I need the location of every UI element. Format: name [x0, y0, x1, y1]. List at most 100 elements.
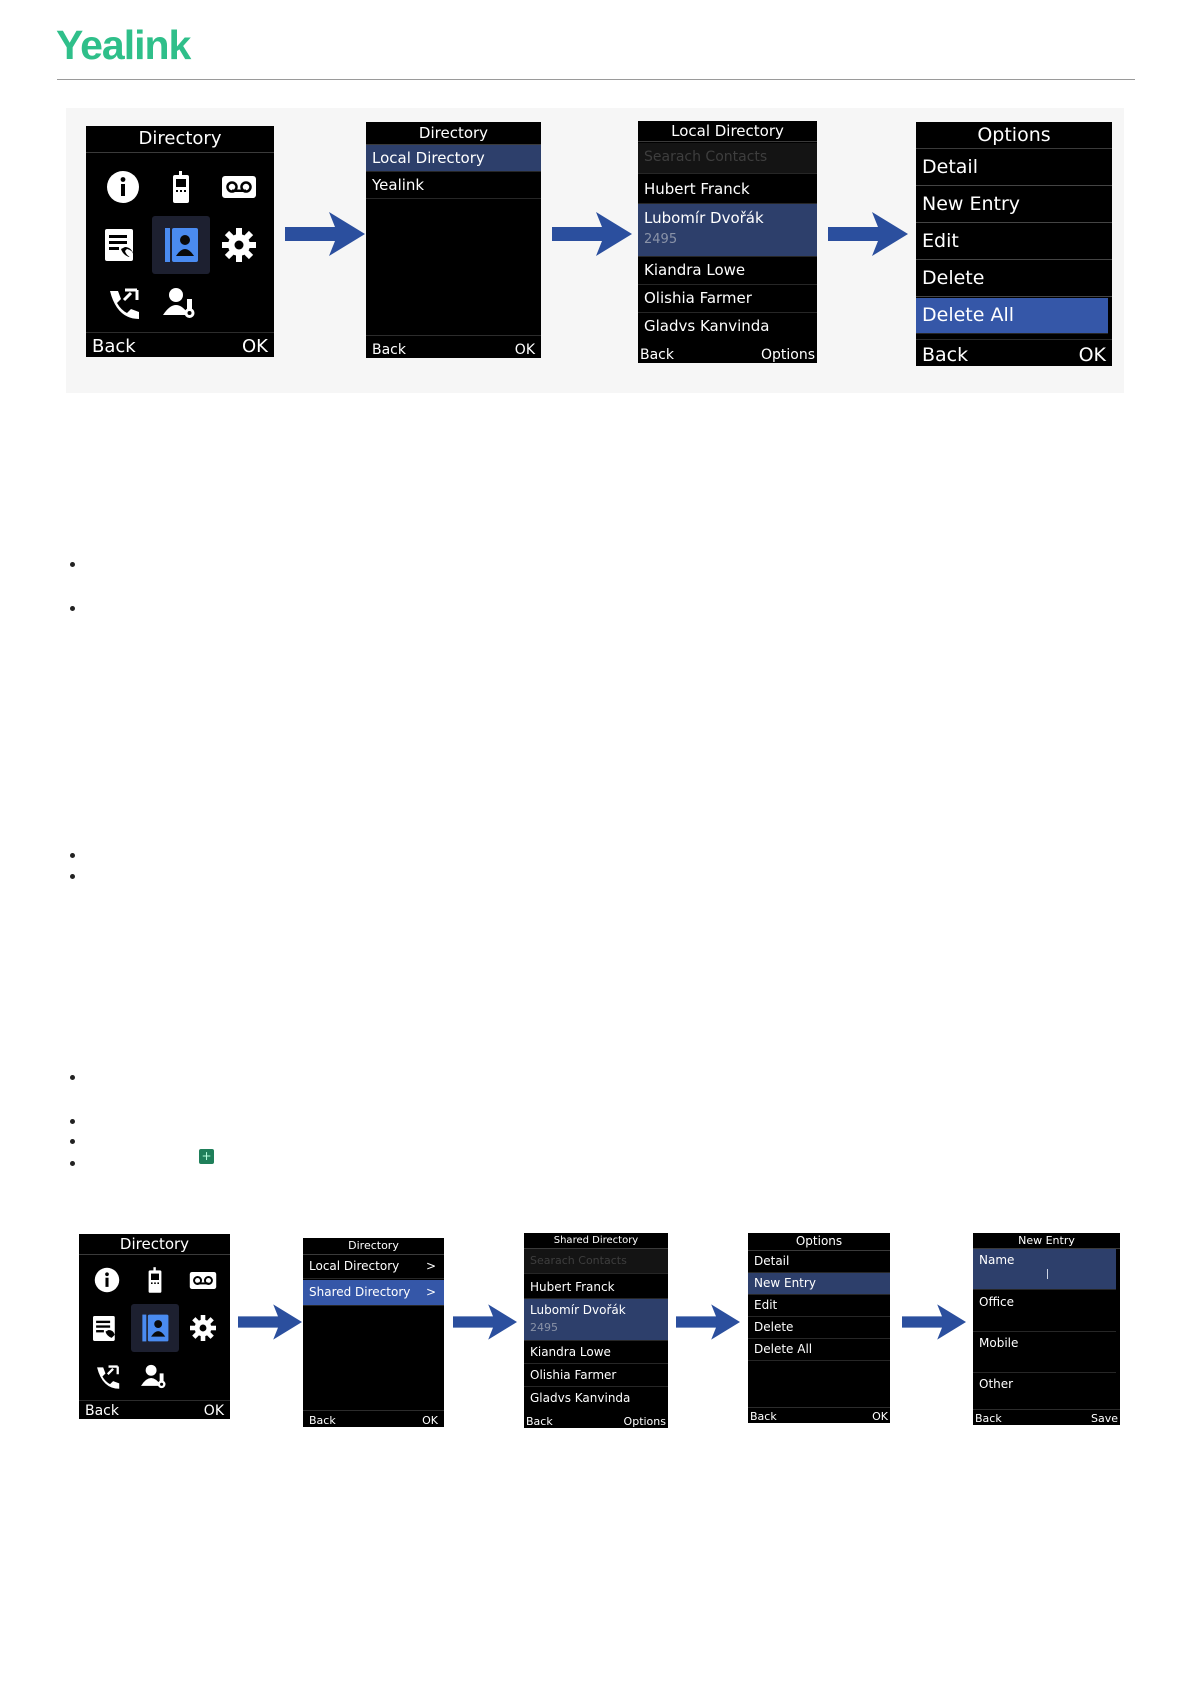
softkey-bar: Back Options [524, 1413, 668, 1428]
back-softkey[interactable]: Back [526, 1415, 553, 1428]
item-label: Yealink [372, 176, 425, 194]
search-input[interactable]: Searach Contacts [524, 1249, 668, 1274]
back-softkey[interactable]: Back [92, 336, 136, 357]
option-detail[interactable]: Detail [916, 150, 1112, 186]
directory-icon[interactable] [131, 1304, 179, 1352]
screen-title: Shared Directory [524, 1233, 668, 1249]
bullet-marker [70, 1161, 75, 1166]
softkey-bar: Back Options [638, 345, 817, 363]
screen-title: Local Directory [638, 121, 817, 142]
option-delete-all[interactable]: Delete All [748, 1339, 890, 1361]
intercom-icon[interactable] [85, 1354, 129, 1398]
screen-title: Directory [86, 126, 274, 153]
back-softkey[interactable]: Back [750, 1410, 777, 1423]
arrow-icon [828, 212, 908, 256]
ok-softkey[interactable]: OK [872, 1410, 888, 1423]
text-cursor [1047, 1269, 1048, 1279]
voicemail-icon[interactable] [181, 1258, 225, 1302]
option-delete[interactable]: Delete [916, 261, 1112, 297]
ok-softkey[interactable]: OK [242, 336, 268, 357]
back-softkey[interactable]: Back [372, 342, 406, 358]
fig1-local-directory-screen: Local Directory Searach Contacts Hubert … [638, 121, 817, 363]
arrow-icon [902, 1304, 966, 1340]
screen-title: Directory [79, 1234, 230, 1255]
contact-row[interactable]: Gladvs Kanvinda [530, 1391, 631, 1405]
ok-softkey[interactable]: OK [514, 342, 535, 358]
screen-title: New Entry [973, 1233, 1120, 1249]
save-softkey[interactable]: Save [1090, 1412, 1118, 1425]
arrow-icon [676, 1304, 740, 1340]
settings-icon[interactable] [181, 1306, 225, 1350]
option-edit[interactable]: Edit [916, 224, 1112, 260]
list-item-shared-directory[interactable]: Shared Directory > [303, 1280, 444, 1306]
info-icon[interactable] [96, 160, 150, 214]
call-log-icon[interactable] [96, 218, 150, 272]
contact-row-selected[interactable]: Lubomír Dvořák 2495 [524, 1299, 668, 1341]
chevron-right-icon: > [425, 1285, 436, 1299]
other-field[interactable]: Other [979, 1377, 1014, 1391]
bullet-marker [70, 874, 75, 879]
option-delete-all[interactable]: Delete All [916, 298, 1108, 334]
intercom-icon[interactable] [96, 276, 150, 330]
option-edit[interactable]: Edit [748, 1295, 890, 1317]
fig2-options-screen: Options Detail New Entry Edit Delete Del… [748, 1233, 890, 1423]
contact-row[interactable]: Olishia Farmer [638, 285, 817, 313]
user-settings-icon[interactable] [154, 276, 208, 330]
arrow-icon [285, 212, 365, 256]
softkey-bar: Back OK [303, 1410, 444, 1427]
contact-row[interactable]: Hubert Franck [524, 1276, 668, 1299]
contact-row[interactable]: Hubert Franck [638, 176, 817, 204]
option-detail[interactable]: Detail [748, 1251, 890, 1273]
fig2-directory-screen: Directory Local Directory > Shared Direc… [303, 1238, 444, 1427]
settings-icon[interactable] [212, 218, 266, 272]
ok-softkey[interactable]: OK [203, 1403, 224, 1419]
ok-softkey[interactable]: OK [422, 1414, 438, 1427]
contact-row[interactable]: Gladvs Kanvinda [644, 317, 770, 335]
contact-row[interactable]: Kiandra Lowe [638, 257, 817, 285]
voicemail-icon[interactable] [212, 160, 266, 214]
contact-row[interactable]: Olishia Farmer [524, 1364, 668, 1387]
user-settings-icon[interactable] [133, 1354, 177, 1398]
list-item-yealink[interactable]: Yealink [366, 172, 541, 199]
screen-title: Options [916, 122, 1112, 149]
option-new-entry[interactable]: New Entry [748, 1273, 890, 1295]
back-softkey[interactable]: Back [85, 1403, 119, 1419]
header-divider [57, 79, 1135, 80]
name-field[interactable]: Name [973, 1249, 1116, 1290]
fig2-menu-screen: Directory Back OK [79, 1234, 230, 1419]
option-delete[interactable]: Delete [748, 1317, 890, 1339]
contact-row[interactable]: Kiandra Lowe [524, 1341, 668, 1364]
add-icon: + [199, 1149, 214, 1164]
item-label: Local Directory [372, 149, 485, 167]
back-softkey[interactable]: Back [922, 344, 969, 366]
office-field[interactable]: Office [973, 1291, 1116, 1332]
bullet-marker [70, 562, 75, 567]
back-softkey[interactable]: Back [309, 1414, 336, 1427]
back-softkey[interactable]: Back [640, 347, 674, 363]
back-softkey[interactable]: Back [975, 1412, 1002, 1425]
softkey-bar: Back OK [748, 1407, 890, 1423]
options-softkey[interactable]: Options [760, 347, 815, 363]
fig2-shared-directory-screen: Shared Directory Searach Contacts Hubert… [524, 1233, 668, 1428]
option-new-entry[interactable]: New Entry [916, 187, 1112, 223]
handset-icon[interactable] [133, 1258, 177, 1302]
search-input[interactable]: Searach Contacts [638, 143, 817, 174]
fig1-menu-screen: Directory Back OK [86, 126, 274, 357]
softkey-bar: Back Save [973, 1409, 1120, 1425]
list-item-local-directory[interactable]: Local Directory [366, 145, 541, 172]
info-icon[interactable] [85, 1258, 129, 1302]
call-log-icon[interactable] [85, 1306, 129, 1350]
ok-softkey[interactable]: OK [1078, 344, 1106, 366]
contact-row-selected[interactable]: Lubomír Dvořák 2495 [638, 204, 817, 257]
options-softkey[interactable]: Options [623, 1415, 666, 1428]
mobile-field[interactable]: Mobile [973, 1332, 1116, 1373]
softkey-bar: Back OK [916, 339, 1112, 366]
directory-icon[interactable] [152, 216, 210, 274]
fig2-new-entry-screen: New Entry Name Office Mobile Other Back … [973, 1233, 1120, 1425]
screen-title: Directory [366, 122, 541, 145]
handset-icon[interactable] [154, 160, 208, 214]
arrow-icon [453, 1304, 517, 1340]
softkey-bar: Back OK [86, 332, 274, 357]
list-item-local-directory[interactable]: Local Directory > [303, 1255, 444, 1279]
arrow-icon [552, 212, 632, 256]
